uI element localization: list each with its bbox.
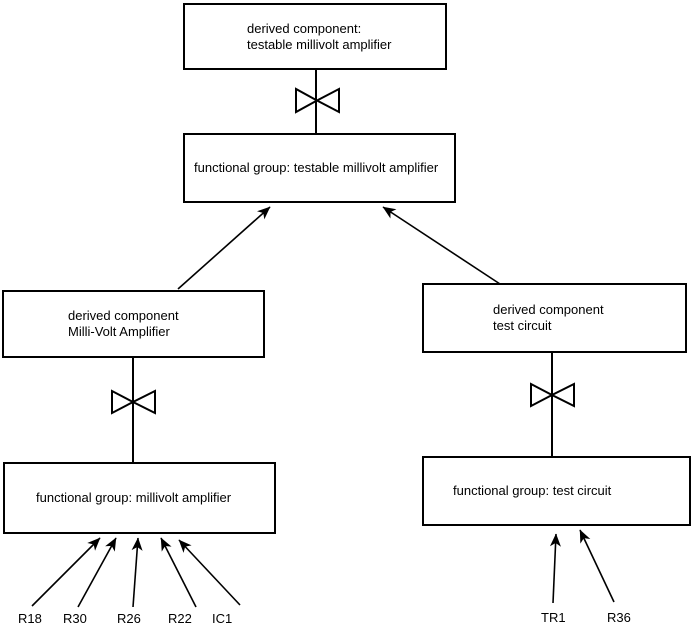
component-label-r18: R18 xyxy=(18,611,42,626)
bowtie-icon-right xyxy=(530,382,575,408)
arrow-r26 xyxy=(131,537,143,608)
arrow-right-derived-to-top-functional xyxy=(382,206,501,285)
component-label-r22: R22 xyxy=(168,611,192,626)
node-functional-group-testable-millivolt-amplifier: functional group: testable millivolt amp… xyxy=(183,133,456,203)
arrow-r22 xyxy=(160,537,197,608)
node-derived-milli-volt-amplifier: derived component Milli-Volt Amplifier xyxy=(2,290,265,358)
component-label-r36: R36 xyxy=(607,610,631,625)
node-derived-testable-millivolt-amplifier: derived component: testable millivolt am… xyxy=(183,3,447,70)
arrow-tr1 xyxy=(549,533,561,604)
component-label-r30: R30 xyxy=(63,611,87,626)
arrow-r18 xyxy=(31,537,101,607)
bowtie-icon-top xyxy=(295,87,340,114)
arrow-ic1 xyxy=(178,539,241,606)
component-label-tr1: TR1 xyxy=(541,610,566,625)
bowtie-icon-left xyxy=(111,389,156,415)
node-functional-group-millivolt-amplifier: functional group: millivolt amplifier xyxy=(3,462,276,534)
node-functional-group-test-circuit: functional group: test circuit xyxy=(422,456,691,526)
arrow-r36 xyxy=(579,529,615,603)
component-label-r26: R26 xyxy=(117,611,141,626)
component-label-ic1: IC1 xyxy=(212,611,233,626)
arrow-r30 xyxy=(77,537,117,608)
node-derived-test-circuit: derived component test circuit xyxy=(422,283,687,353)
arrow-left-derived-to-top-functional xyxy=(177,206,271,290)
